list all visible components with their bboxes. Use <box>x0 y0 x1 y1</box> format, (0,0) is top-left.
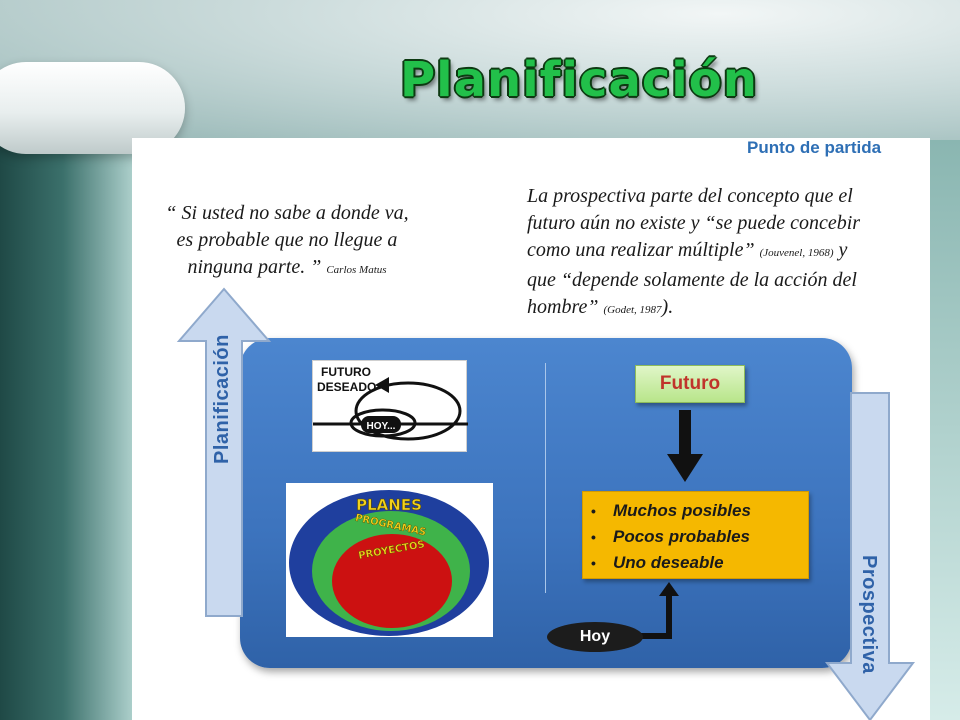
outer-loop <box>354 381 462 441</box>
loop-arrowhead <box>375 377 389 393</box>
planes-label: PLANES <box>356 496 422 514</box>
quote-left-author: Carlos Matus <box>326 264 387 276</box>
futuro-deseado-drawing: HOY... FUTURO DESEADO <box>313 365 468 441</box>
background-left <box>0 120 140 720</box>
planes-programas-proyectos-image: PLANES PROGRAMAS PROYECTOS <box>286 483 493 637</box>
quote-left-line-2: es probable que no llegue a <box>176 229 398 251</box>
scenario-item: • Pocos probables <box>591 524 800 550</box>
quote-right-line-3a: como una realizar múltiple” <box>527 239 755 261</box>
quote-right-line-1: La prospectiva parte del concepto que el <box>527 185 853 207</box>
scenario-text: Pocos probables <box>613 527 750 546</box>
bullet-icon: • <box>591 555 596 571</box>
scenario-text: Muchos posibles <box>613 501 751 520</box>
diagram-divider <box>545 363 546 593</box>
quote-carlos-matus: “ Si usted no sabe a donde va, es probab… <box>152 200 422 284</box>
futuro-image-hoy: HOY... <box>367 421 396 432</box>
quote-right-line-5: hombre” (Godet, 1987). <box>527 294 927 324</box>
scenario-item: • Muchos posibles <box>591 498 800 524</box>
quote-left-line-1: “ Si usted no sabe a donde va, <box>165 202 409 224</box>
inner-loop <box>349 408 417 438</box>
futuro-box: Futuro <box>635 365 745 403</box>
futuro-deseado-image: HOY... FUTURO DESEADO <box>312 360 468 452</box>
citation-godet: (Godet, 1987 <box>603 304 662 316</box>
hoy-elbow-arrow <box>639 582 679 639</box>
futuro-image-line-1: FUTURO <box>321 365 371 379</box>
quote-right-line-5b: ). <box>661 296 674 318</box>
quote-prospectiva: La prospectiva parte del concepto que el… <box>527 183 927 324</box>
scenario-item: • Uno deseable <box>591 550 800 576</box>
planificacion-up-arrow <box>176 287 272 617</box>
futuro-down-arrow <box>667 410 703 482</box>
prospectiva-down-arrow <box>824 392 916 720</box>
prospectiva-label: Prospectiva <box>858 555 880 674</box>
quote-right-line-4: que “depende solamente de la acción del <box>527 269 857 291</box>
scenarios-box: • Muchos posibles • Pocos probables • Uno des… <box>582 491 809 579</box>
content-panel: Punto de partida “ Si usted no sabe a do… <box>132 138 930 720</box>
futuro-image-line-2: DESEADO <box>317 380 376 394</box>
punto-de-partida-label: Punto de partida <box>747 138 882 157</box>
quote-right-line-3b: y <box>833 239 848 261</box>
scenario-text: Uno deseable <box>613 553 724 572</box>
bullet-icon: • <box>591 503 596 519</box>
citation-jouvenel: (Jouvenel, 1968) <box>759 247 834 259</box>
proyectos-ellipse <box>332 534 452 628</box>
quote-right-line-5a: hombre” <box>527 296 599 318</box>
quote-right-line-3: como una realizar múltiple” (Jouvenel, 1… <box>527 237 927 267</box>
quote-left-line-3-text: ninguna parte. ” <box>187 256 322 278</box>
hoy-pill-mini <box>361 416 401 433</box>
planificacion-label: Planificación <box>211 334 233 464</box>
quote-right-line-2: futuro aún no existe y “se puede concebi… <box>527 212 861 234</box>
planes-nested-ellipses: PLANES PROGRAMAS PROYECTOS <box>289 490 489 636</box>
bullet-icon: • <box>591 529 596 545</box>
slide-title: Planificación <box>400 52 758 108</box>
quote-left-line-3: ninguna parte. ” Carlos Matus <box>152 254 422 284</box>
hoy-pill: Hoy <box>547 622 643 652</box>
